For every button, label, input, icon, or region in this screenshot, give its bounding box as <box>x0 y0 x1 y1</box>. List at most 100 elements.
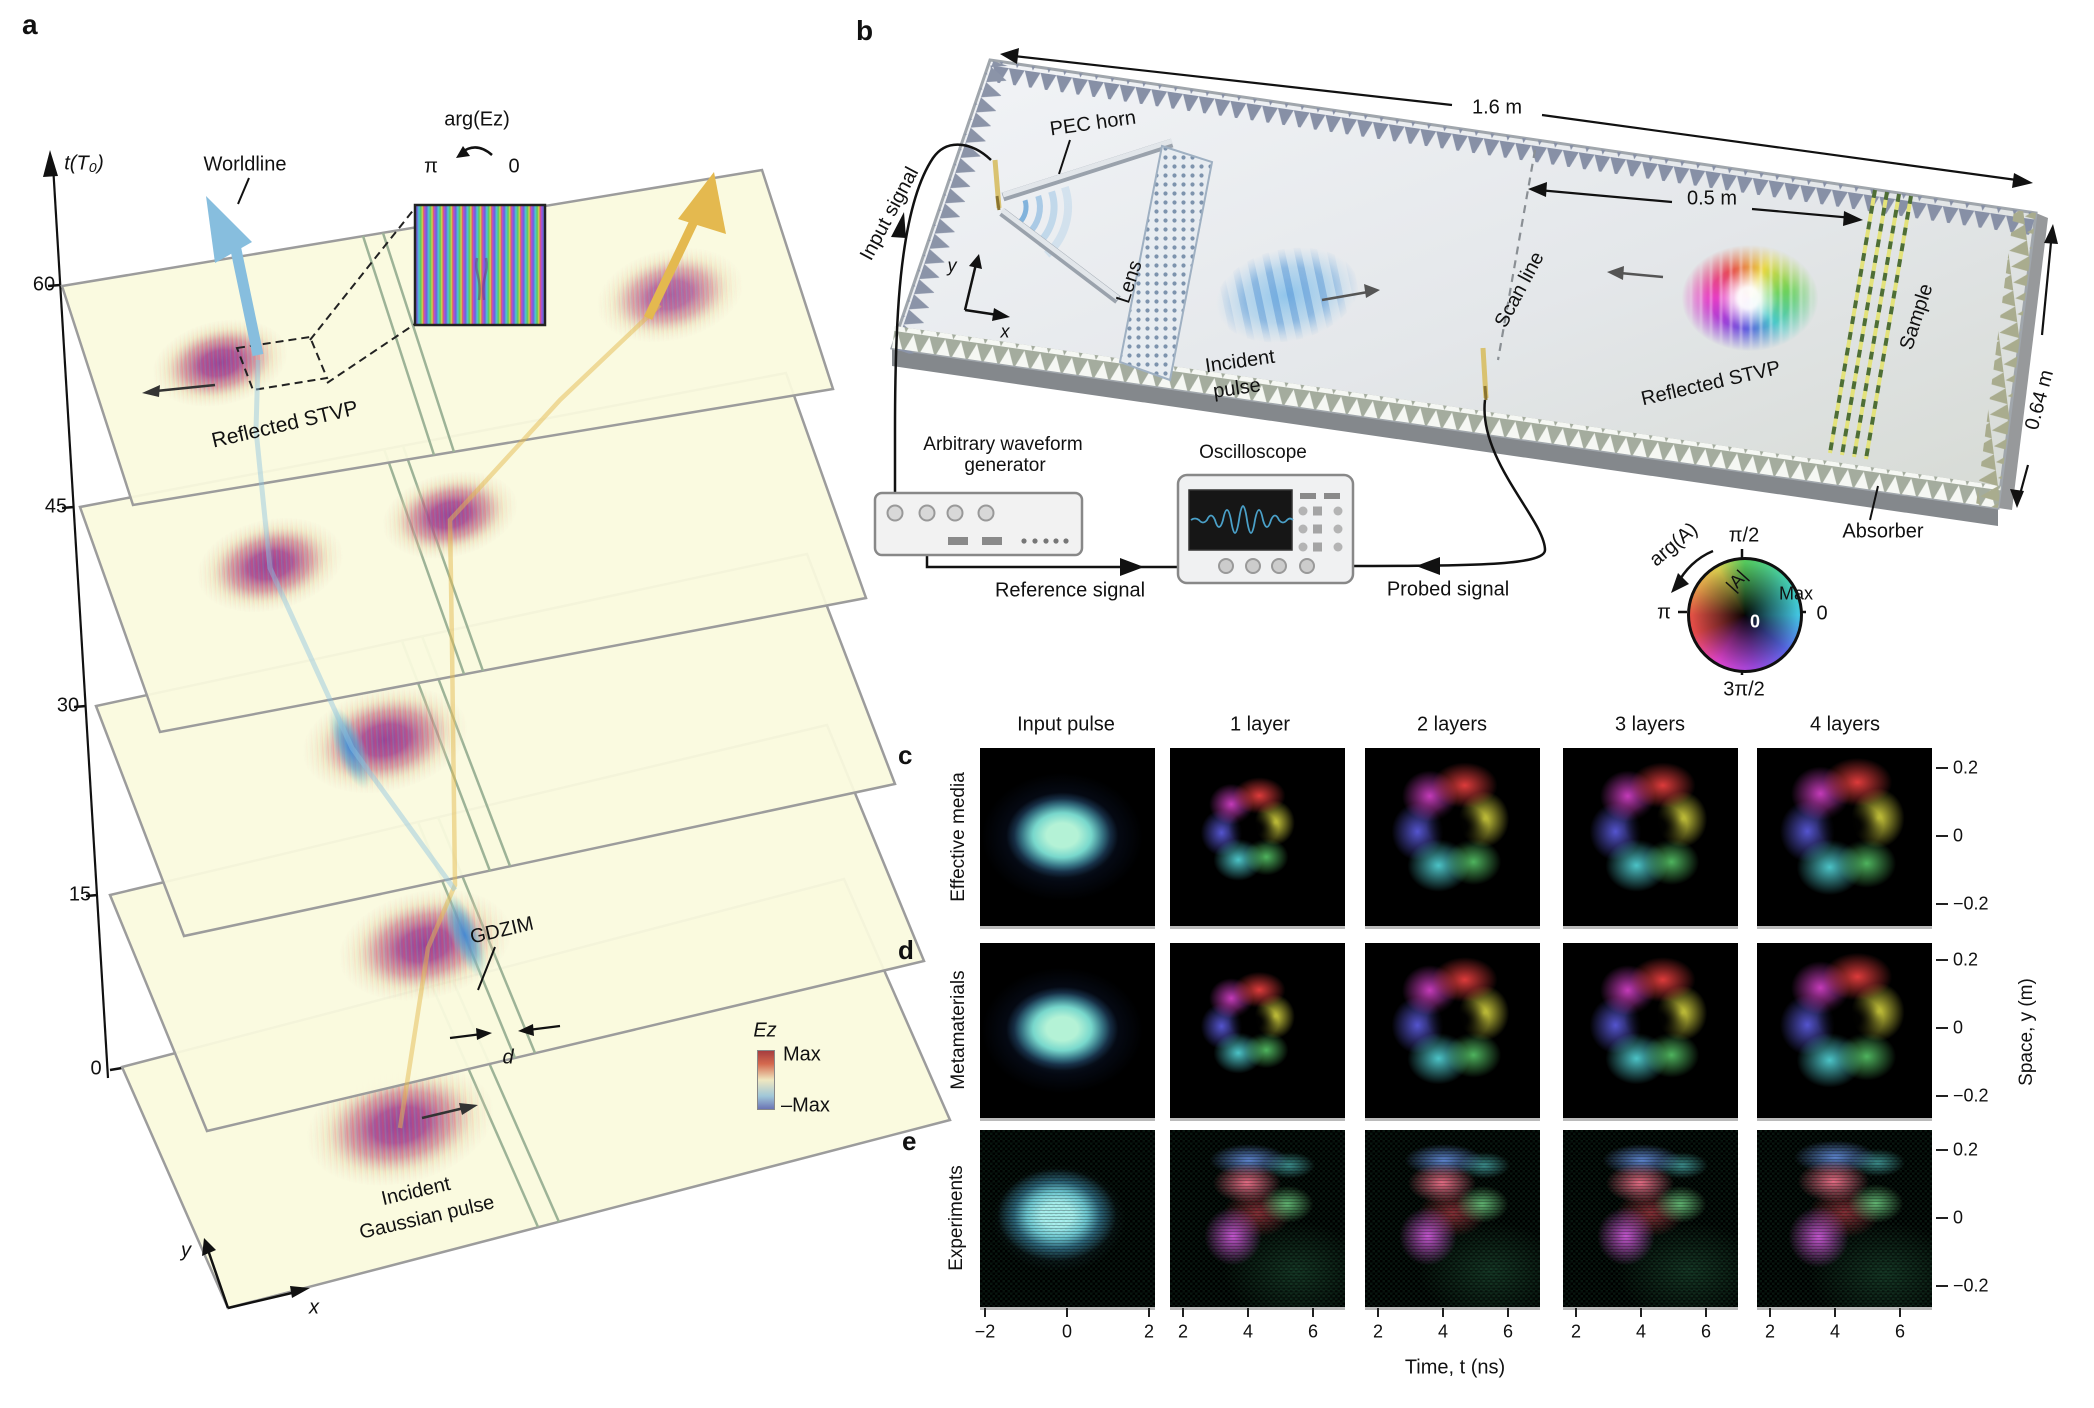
cell-d-3layers <box>1563 943 1738 1118</box>
time-axis-title: t(T₀) <box>64 152 104 175</box>
wheel-b-max: Max <box>1778 583 1814 604</box>
instruments <box>873 143 1547 585</box>
xtick-mark <box>1182 1308 1184 1317</box>
xtick-mark <box>1769 1308 1771 1317</box>
time-tick-15: 15 <box>68 883 92 906</box>
xtick: 4 <box>1437 1321 1449 1342</box>
dim-1-6m: 1.6 m <box>1471 96 1523 119</box>
xtick: 0 <box>1061 1321 1073 1342</box>
time-tick-60: 60 <box>32 273 56 296</box>
col-header-2layers: 2 layers <box>1416 713 1488 736</box>
xtick: 2 <box>1764 1321 1776 1342</box>
wheel-b-bottom: 3π/2 <box>1723 678 1765 701</box>
xtick-mark <box>1899 1308 1901 1317</box>
worldline-reflected <box>206 196 458 892</box>
row-e-label: Experiments <box>946 1165 968 1271</box>
time-tick-0: 0 <box>90 1057 102 1080</box>
phase-colorwheel-A <box>1687 557 1803 673</box>
xtick-mark <box>1640 1308 1642 1317</box>
x-axis-title: Time, t (ns) <box>1404 1356 1506 1379</box>
col-header-4layers: 4 layers <box>1809 713 1881 736</box>
panel-c-letter: c <box>898 740 913 770</box>
ytick-mark <box>1936 959 1948 961</box>
xtick: 4 <box>1829 1321 1841 1342</box>
cell-d-1layer <box>1170 943 1345 1118</box>
xtick: 4 <box>1635 1321 1647 1342</box>
xtick-mark <box>1507 1308 1509 1317</box>
gap-d-label: d <box>502 1046 514 1069</box>
cell-c-input <box>980 748 1155 926</box>
cell-c-2layers <box>1365 748 1540 926</box>
xtick-mark <box>1705 1308 1707 1317</box>
worldline-incident <box>397 172 726 1129</box>
xtick-mark <box>1312 1308 1314 1317</box>
plane-x-label: x <box>309 1296 319 1319</box>
ytick-e-0: 0 <box>1953 1207 1964 1228</box>
cell-e-1layer <box>1170 1130 1345 1307</box>
panel-b-letter: b <box>856 15 874 46</box>
xtick-mark <box>1834 1308 1836 1317</box>
cell-d-2layers <box>1365 943 1540 1118</box>
phase-inset <box>413 203 547 327</box>
ytick-mark <box>1936 835 1948 837</box>
ytick-e-02: 0.2 <box>1953 1139 1979 1160</box>
panel-b-setup <box>889 48 2058 526</box>
cell-d-4layers <box>1757 943 1932 1118</box>
ytick-c-n02: −0.2 <box>1953 893 1989 914</box>
xtick: 6 <box>1700 1321 1712 1342</box>
row-c-label: Effective media <box>948 772 970 902</box>
cell-c-4layers <box>1757 748 1932 926</box>
col-header-input: Input pulse <box>1017 713 1115 736</box>
xtick: 4 <box>1242 1321 1254 1342</box>
ytick-c-0: 0 <box>1953 825 1964 846</box>
y-axis-title: Space, y (m) <box>2016 978 2038 1086</box>
cbar-title: Ez <box>753 1019 777 1042</box>
panel-d-letter: d <box>898 935 914 965</box>
row-d-label: Metamaterials <box>948 970 970 1090</box>
panel-a-time-stack <box>43 150 952 1310</box>
xtick: 2 <box>1177 1321 1189 1342</box>
panel-a-annotations <box>202 146 561 1310</box>
xtick: 6 <box>1307 1321 1319 1342</box>
ytick-mark <box>1936 1095 1948 1097</box>
xtick-mark <box>1148 1308 1150 1317</box>
ytick-d-0: 0 <box>1953 1017 1964 1038</box>
panel-e-letter: e <box>902 1126 917 1156</box>
dim-0-5m: 0.5 m <box>1686 187 1738 210</box>
time-tick-45: 45 <box>44 495 68 518</box>
wheel-b-left: π <box>1657 601 1671 624</box>
reflected-stvp-blob <box>1660 228 1840 368</box>
cbar-min: –Max <box>781 1094 830 1117</box>
wheel-a-pi: π <box>424 155 438 178</box>
probed-signal-label: Probed signal <box>1386 578 1510 601</box>
time-tick-30: 30 <box>56 694 80 717</box>
xtick: 2 <box>1372 1321 1384 1342</box>
xtick-mark <box>1066 1308 1068 1317</box>
ytick-mark <box>1936 1027 1948 1029</box>
cbar-max: Max <box>783 1043 821 1066</box>
xtick-mark <box>1575 1308 1577 1317</box>
cell-c-3layers <box>1563 748 1738 926</box>
cell-e-3layers <box>1563 1130 1738 1307</box>
wheel-b-right: 0 <box>1816 602 1828 625</box>
awg-label-l2: generator <box>964 455 1046 477</box>
awg-label-l1: Arbitrary waveform <box>923 434 1083 456</box>
xtick-mark <box>1247 1308 1249 1317</box>
xtick-mark <box>984 1308 986 1317</box>
ytick-mark <box>1936 903 1948 905</box>
ytick-c-02: 0.2 <box>1953 757 1979 778</box>
ytick-mark <box>1936 1285 1948 1287</box>
oscilloscope-label: Oscilloscope <box>1199 442 1307 464</box>
worldline-label: Worldline <box>203 153 287 176</box>
xtick: 6 <box>1502 1321 1514 1342</box>
reference-signal-label: Reference signal <box>994 579 1146 602</box>
xtick: 2 <box>1570 1321 1582 1342</box>
plate-y-label: y <box>947 255 957 276</box>
xtick: 6 <box>1894 1321 1906 1342</box>
ytick-d-n02: −0.2 <box>1953 1085 1989 1106</box>
wheel-a-title: arg(Ez) <box>444 108 510 131</box>
cell-e-4layers <box>1757 1130 1932 1307</box>
col-header-3layers: 3 layers <box>1614 713 1686 736</box>
plate-x-label: x <box>1000 321 1010 342</box>
